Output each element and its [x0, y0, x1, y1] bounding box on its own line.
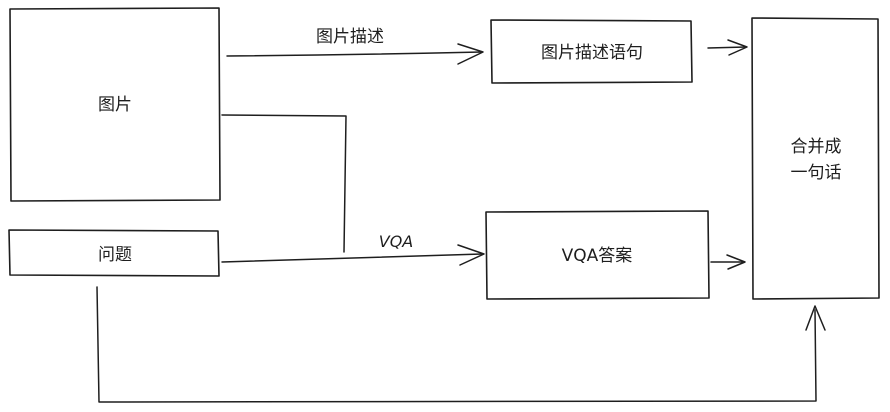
- edge-vqa-to-merge: [710, 254, 746, 270]
- merge-label-line2: 一句话: [791, 163, 842, 183]
- vqa-answer-node: VQA答案: [485, 210, 710, 300]
- edge-image-to-caption: 图片描述: [226, 27, 484, 65]
- edge-image-to-vqa: [221, 114, 347, 253]
- caption-sentence-node: 图片描述语句: [490, 19, 693, 84]
- edge-caption-label: 图片描述: [316, 27, 384, 47]
- image-node-label: 图片: [98, 95, 132, 115]
- merge-node: 合并成 一句话: [751, 17, 880, 300]
- vqa-answer-label: VQA答案: [562, 246, 633, 266]
- merge-label-line1: 合并成: [791, 137, 842, 157]
- question-node-label: 问题: [98, 245, 132, 265]
- image-node: 图片: [9, 7, 221, 202]
- edge-caption-to-merge: [707, 39, 748, 56]
- caption-sentence-label: 图片描述语句: [541, 43, 643, 63]
- question-node: 问题: [8, 229, 220, 277]
- edge-question-to-merge: [96, 286, 826, 403]
- edge-vqa-label: VQA: [379, 232, 413, 251]
- edge-question-to-vqa: VQA: [221, 232, 485, 266]
